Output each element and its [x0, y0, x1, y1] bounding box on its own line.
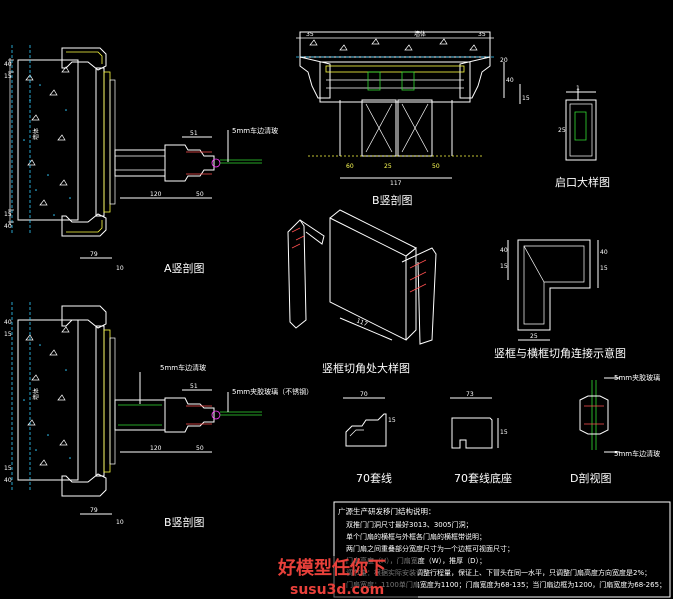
dim-joint-1: 15 [500, 263, 508, 270]
dim-a-4: 40 [4, 223, 12, 230]
glass-label-b1: 5mm车边清玻 [160, 363, 206, 372]
dim-joint-0: 40 [500, 247, 508, 254]
dim-b-8: 79 [90, 507, 98, 514]
dim-top-3: 20 [500, 57, 508, 64]
dim-a-9: 10 [116, 265, 124, 272]
frame-joint-drawing [507, 239, 599, 341]
trim-70-base-drawing [450, 397, 499, 449]
section-b-title: B竖剖图 [164, 515, 205, 529]
watermark-bg [276, 556, 418, 598]
watermark-line1: 好模型任你下 [277, 557, 386, 579]
dim-a-6: 120 [150, 191, 162, 198]
dim-trim70base-1: 15 [500, 429, 508, 436]
dim-top-4: 40 [506, 77, 514, 84]
dim-top-0: 35 [306, 31, 314, 38]
frame-joint-title: 竖框与横框切角连接示意图 [494, 346, 626, 360]
dim-trim70base-0: 73 [466, 391, 474, 398]
notes-line-0: 双推门门洞尺寸最好3013、3005门洞； [346, 520, 473, 529]
dim-a-3: 15 [4, 211, 12, 218]
glass-label-a: 5mm车边清玻 [232, 126, 278, 135]
dim-top-5: 15 [522, 95, 530, 102]
dim-top-9: 117 [390, 180, 402, 187]
corner-detail-title: 启口大样图 [555, 175, 610, 189]
dim-a-5: 51 [190, 130, 198, 137]
trim-70-title: 70套线 [356, 471, 392, 485]
notes-line-5: 门扇宽度：1100单门扇宽度为1100；门扇宽度为68-135；当门扇边框为12… [346, 580, 666, 589]
notes-line-1: 单个门扇的横框与外框各门扇的横框带说明； [346, 532, 486, 541]
dim-b-3: 15 [4, 465, 12, 472]
dim-b-1: 15 [4, 331, 12, 338]
dim-top-7: 25 [384, 163, 392, 170]
trim-70-drawing [343, 397, 387, 447]
trim-70-base-title: 70套线底座 [454, 471, 512, 485]
notes-line-2: 两门扇之间重叠部分宽度尺寸为一个边框可视面尺寸； [346, 544, 514, 553]
section-a-title: A竖剖图 [164, 261, 205, 275]
section-top-title: B竖剖图 [372, 193, 413, 207]
dim-joint-4: 15 [600, 265, 608, 272]
dim-trim70-0: 70 [360, 391, 368, 398]
dim-b-6: 120 [150, 445, 162, 452]
dim-trim70-1: 15 [388, 417, 396, 424]
dim-a-0: 40 [4, 61, 12, 68]
dim-a-8: 79 [90, 251, 98, 258]
dim-b-4: 40 [4, 477, 12, 484]
wall-label-b: 墙体 [32, 388, 40, 400]
dim-top-6: 60 [346, 163, 354, 170]
dim-joint-2: 25 [530, 333, 538, 340]
dim-a-1: 15 [4, 73, 12, 80]
glass-label-d2: 5mm车边清玻 [614, 449, 660, 458]
frame-corner-title: 竖框切角处大样图 [322, 361, 410, 375]
dim-corner-0: 1 [576, 85, 580, 92]
frame-corner-drawing [287, 209, 437, 345]
wall-label-a: 墙体 [32, 128, 40, 140]
dim-frame-corner-0: 117 [355, 317, 368, 328]
dim-top-8: 50 [432, 163, 440, 170]
dim-b-5: 51 [190, 383, 198, 390]
d-section-title: D剖视图 [570, 471, 611, 485]
wall-label-top: 墙体 [414, 30, 426, 38]
wall-block-a [17, 59, 79, 221]
d-section-drawing [579, 377, 620, 453]
section-top-drawing [296, 31, 521, 179]
dim-b-0: 40 [4, 319, 12, 326]
dim-b-9: 10 [116, 519, 124, 526]
glass-label-d1: 5mm夹胶玻璃 [614, 373, 660, 382]
dim-top-2: 35 [478, 31, 486, 38]
dim-corner-1: 25 [558, 127, 566, 134]
notes-title: 广源生产研发移门结构说明： [338, 506, 436, 516]
notes-line-4: 调节量：根据实际安装调整行程量，保证上、下冒头在同一水平，只调整门扇高度方向宽度… [346, 568, 651, 577]
corner-detail-drawing [565, 88, 597, 161]
section-b-drawing [11, 302, 262, 515]
notes-box [333, 501, 671, 598]
dim-joint-3: 40 [600, 249, 608, 256]
watermark-line2: susu3d.com [290, 582, 384, 598]
glass-label-b2: 5mm夹胶玻璃（不锈钢） [232, 387, 313, 396]
dim-b-7: 50 [196, 445, 204, 452]
section-a-drawing [8, 45, 262, 259]
dim-a-7: 50 [196, 191, 204, 198]
